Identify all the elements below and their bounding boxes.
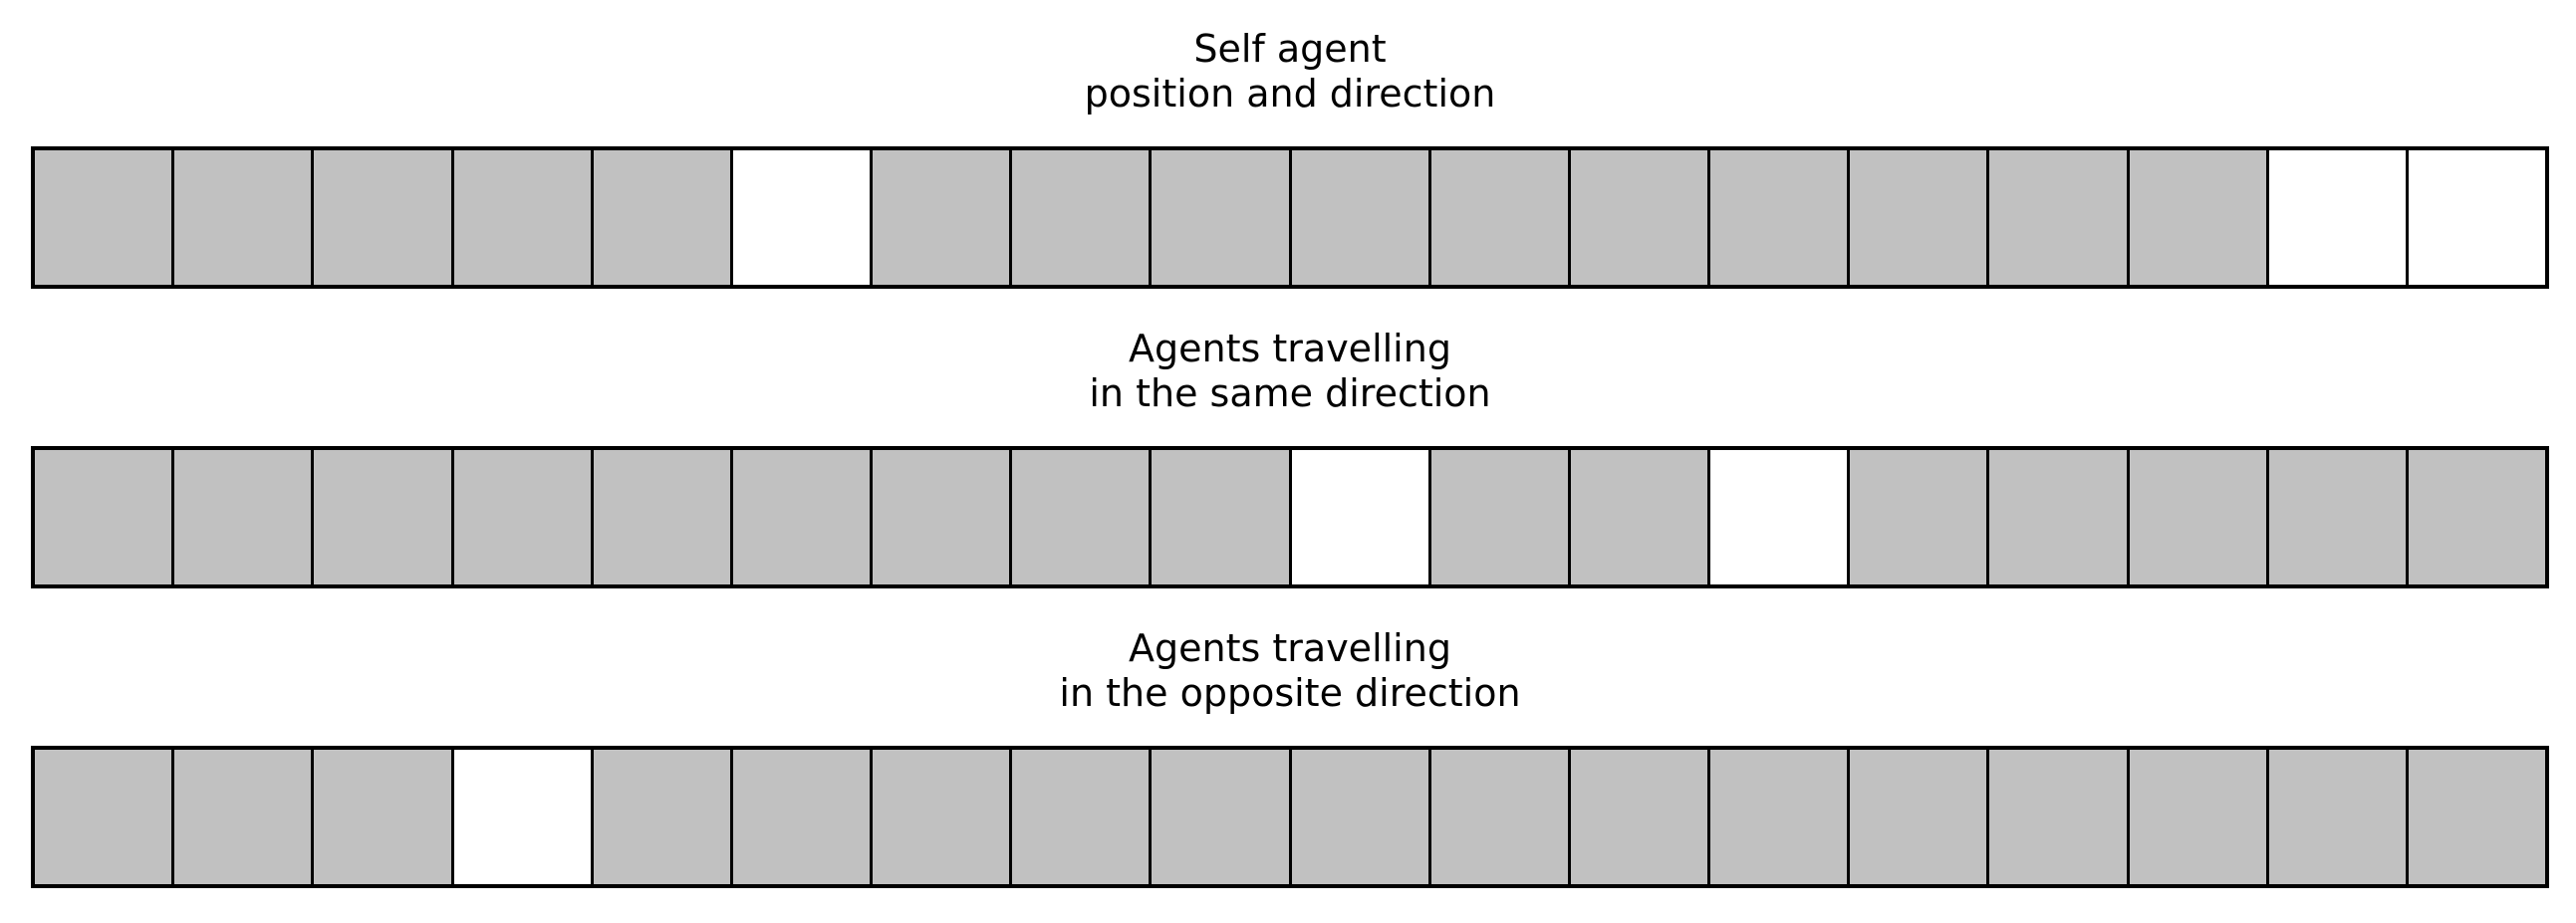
occupied-cell xyxy=(1152,150,1292,285)
occupied-cell xyxy=(593,450,733,584)
section-self-agent: Self agent position and direction xyxy=(0,27,2576,289)
free-cell xyxy=(453,750,594,884)
occupied-cell xyxy=(2408,450,2546,584)
occupied-cell xyxy=(1291,750,1431,884)
section-title: Agents travelling in the opposite direct… xyxy=(31,626,2549,716)
occupied-cell xyxy=(732,750,874,884)
occupied-cell xyxy=(1710,750,1851,884)
section-title-line-1: Agents travelling xyxy=(1129,626,1451,670)
occupied-cell xyxy=(1012,150,1153,285)
occupied-cell xyxy=(2408,750,2546,884)
occupied-cell xyxy=(1430,750,1571,884)
occupied-cell xyxy=(35,450,175,584)
section-title-line-1: Agents travelling xyxy=(1129,327,1451,370)
occupied-cell xyxy=(2268,450,2409,584)
occupied-cell xyxy=(873,450,1013,584)
section-title-line-1: Self agent xyxy=(1193,27,1387,71)
occupied-cell xyxy=(1570,750,1711,884)
occupied-cell xyxy=(1570,450,1711,584)
free-cell xyxy=(2408,150,2546,285)
occupied-cell xyxy=(593,750,733,884)
occupied-cell xyxy=(314,450,454,584)
section-title-line-2: in the same direction xyxy=(1089,371,1491,415)
occupied-cell xyxy=(453,450,594,584)
grid-row-same-direction xyxy=(31,446,2549,588)
section-title-line-2: in the opposite direction xyxy=(1059,671,1521,715)
occupied-cell xyxy=(174,150,315,285)
occupied-cell xyxy=(593,150,733,285)
occupied-cell xyxy=(1850,150,1990,285)
occupied-cell xyxy=(174,750,315,884)
occupied-cell xyxy=(2129,150,2269,285)
occupied-cell xyxy=(1012,750,1153,884)
occupied-cell xyxy=(1291,150,1431,285)
occupied-cell xyxy=(1430,150,1571,285)
occupied-cell xyxy=(873,150,1013,285)
occupied-cell xyxy=(2129,450,2269,584)
free-cell xyxy=(1291,450,1431,584)
occupied-cell xyxy=(174,450,315,584)
occupied-cell xyxy=(732,450,874,584)
grid-row-opposite-direction xyxy=(31,746,2549,888)
section-title-line-2: position and direction xyxy=(1084,72,1496,115)
occupied-cell xyxy=(1989,150,2130,285)
occupied-cell xyxy=(1710,150,1851,285)
occupied-cell xyxy=(2268,750,2409,884)
free-cell xyxy=(1710,450,1851,584)
section-opposite-direction: Agents travelling in the opposite direct… xyxy=(0,626,2576,888)
occupied-cell xyxy=(1989,450,2130,584)
occupied-cell xyxy=(1850,450,1990,584)
section-title: Self agent position and direction xyxy=(31,27,2549,116)
occupied-cell xyxy=(873,750,1013,884)
free-cell xyxy=(2268,150,2409,285)
occupied-cell xyxy=(35,150,175,285)
section-same-direction: Agents travelling in the same direction xyxy=(0,327,2576,588)
occupied-cell xyxy=(1152,750,1292,884)
occupied-cell xyxy=(314,150,454,285)
occupied-cell xyxy=(453,150,594,285)
occupied-cell xyxy=(1430,450,1571,584)
occupied-cell xyxy=(314,750,454,884)
section-title: Agents travelling in the same direction xyxy=(31,327,2549,416)
grid-row-self-agent xyxy=(31,146,2549,289)
occupied-cell xyxy=(1850,750,1990,884)
occupied-cell xyxy=(35,750,175,884)
occupied-cell xyxy=(1570,150,1711,285)
free-cell xyxy=(732,150,874,285)
occupied-cell xyxy=(1152,450,1292,584)
occupied-cell xyxy=(2129,750,2269,884)
occupied-cell xyxy=(1989,750,2130,884)
occupied-cell xyxy=(1012,450,1153,584)
